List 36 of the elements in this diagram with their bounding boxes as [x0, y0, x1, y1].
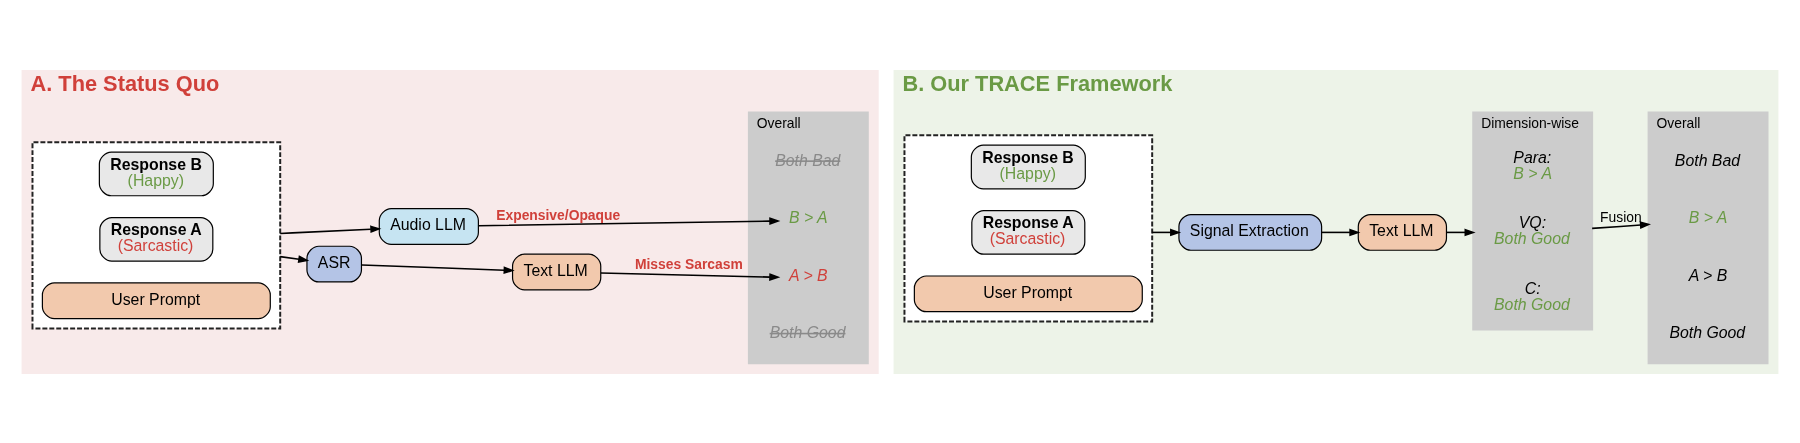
node-box: Response B (Happy)	[98, 151, 214, 196]
node-text: Para: B > A	[1513, 148, 1552, 182]
node-box: User Prompt	[913, 274, 1143, 312]
node-box: Text LLM	[511, 253, 602, 290]
arrow	[1446, 228, 1476, 236]
edge-label: Fusion	[1600, 208, 1642, 225]
edge-label: Misses Sarcasm	[634, 255, 743, 272]
node-box: ASR	[306, 245, 363, 283]
node-text: Both Good	[1669, 323, 1746, 341]
edge-label: Expensive/Opaque	[496, 206, 621, 223]
cluster	[31, 140, 282, 329]
arrow	[600, 271, 781, 281]
arrow	[477, 216, 781, 226]
node-text: B > A	[1688, 208, 1728, 226]
node-text: A > B	[1688, 266, 1728, 284]
arrow	[279, 224, 382, 234]
arrow	[279, 254, 310, 263]
arrow	[1151, 228, 1182, 236]
node-box: Text LLM	[1357, 213, 1448, 251]
node-box: Audio LLM	[378, 207, 479, 245]
node-box: Signal Extraction	[1178, 213, 1323, 251]
cluster	[903, 133, 1154, 323]
node-box: Response B (Happy)	[970, 144, 1086, 189]
node-text: VQ: Both Good	[1494, 213, 1570, 247]
arrow	[361, 263, 515, 274]
node-text: Both Bad	[775, 151, 841, 169]
node-box: Response A (Sarcastic)	[99, 216, 214, 262]
node-text: B > A	[789, 208, 828, 226]
arrow	[1591, 220, 1651, 229]
node-text: Both Good	[769, 323, 846, 341]
node-text: C: Both Good	[1494, 279, 1570, 312]
node-text: Both Bad	[1674, 151, 1741, 169]
node-box: User Prompt	[41, 281, 271, 319]
node-text: A > B	[789, 266, 828, 284]
node-box: Response A (Sarcastic)	[971, 209, 1086, 255]
arrow	[1321, 228, 1361, 236]
